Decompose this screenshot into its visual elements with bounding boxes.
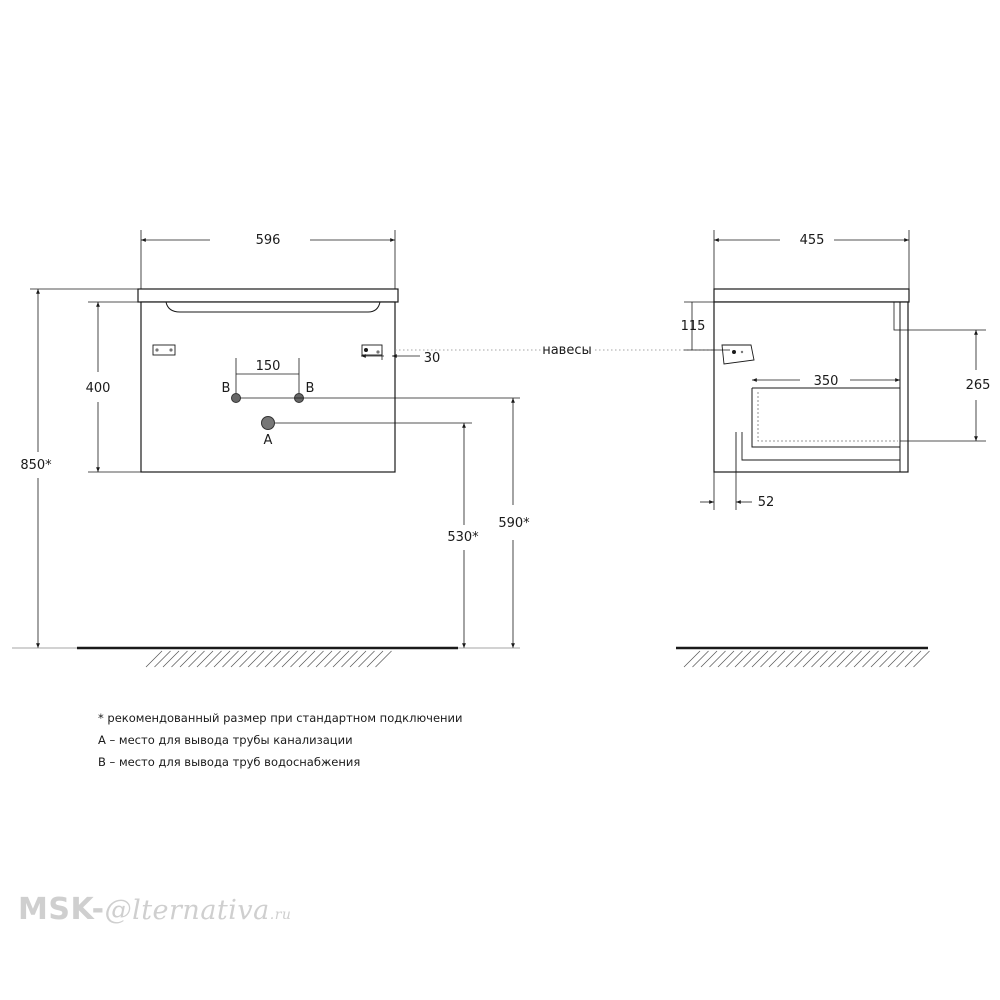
hanger-right (361, 344, 383, 356)
hatch-line (188, 650, 205, 668)
hatch-line (205, 650, 222, 668)
hatch-line (734, 650, 752, 668)
hatch-line (777, 650, 794, 668)
dim-label-115: 115 (681, 319, 706, 334)
hatch-line (853, 650, 871, 668)
side-drawer-box (751, 387, 900, 448)
front-floor-hatching (145, 650, 392, 668)
watermark-logo: MSK-@lternativa.ru (18, 892, 291, 927)
hatch-line (349, 650, 367, 668)
hatch-line (751, 650, 769, 668)
hatch-line (307, 650, 324, 668)
hatch-line (256, 650, 273, 668)
hatch-line (862, 650, 879, 668)
dim-label-400: 400 (86, 381, 111, 396)
hatch-line (794, 650, 811, 668)
dim-label-530: 530* (447, 530, 479, 545)
hatch-line (341, 650, 358, 668)
pipe-b-right-label: B (306, 381, 315, 396)
hatch-line (768, 650, 786, 668)
hatch-line (726, 650, 743, 668)
hatch-line (281, 650, 299, 668)
side-countertop (713, 288, 910, 303)
hatch-line (802, 650, 820, 668)
hatch-line (836, 650, 854, 668)
pipe-a-label: A (264, 433, 273, 448)
hatch-line (743, 650, 760, 668)
hatch-line (264, 650, 282, 668)
hatch-line (845, 650, 862, 668)
front-cabinet-body (140, 301, 396, 473)
pipe-b-left (231, 393, 241, 403)
dim-label-596: 596 (256, 233, 281, 248)
hatch-line (375, 650, 392, 668)
hatch-line (145, 650, 163, 668)
hatch-line (811, 650, 828, 668)
hatch-line (171, 650, 188, 668)
hatch-line (366, 650, 384, 668)
hatch-line (222, 650, 239, 668)
pipe-a (261, 416, 275, 430)
hatch-line (828, 650, 845, 668)
hangers-label: навесы (542, 343, 592, 358)
hatch-line (870, 650, 888, 668)
pipe-b-left-label: B (222, 381, 231, 396)
hatch-line (154, 650, 171, 668)
hatch-line (692, 650, 709, 668)
hanger-left (152, 344, 176, 356)
side-drawer-dashed (757, 392, 898, 442)
dim-label-150: 150 (256, 359, 281, 374)
hatch-line (709, 650, 726, 668)
hatch-line (819, 650, 837, 668)
side-floor-hatching (683, 650, 930, 668)
hatch-line (879, 650, 896, 668)
hatch-line (230, 650, 248, 668)
hatch-line (896, 650, 913, 668)
dim-label-850: 850* (20, 458, 52, 473)
dim-label-350: 350 (814, 374, 839, 389)
hatch-line (247, 650, 265, 668)
front-view (12, 230, 720, 650)
note-a: А – место для вывода трубы канализации (98, 733, 353, 747)
hatch-line (717, 650, 735, 668)
dim-label-30: 30 (424, 351, 441, 366)
dim-label-52: 52 (758, 495, 775, 510)
dim-label-265: 265 (966, 378, 991, 393)
hatch-line (315, 650, 333, 668)
watermark-tld: .ru (269, 907, 292, 923)
hatch-line (239, 650, 256, 668)
hatch-line (700, 650, 718, 668)
watermark-script: @lternativa (104, 895, 270, 926)
hatch-line (290, 650, 307, 668)
hatch-line (904, 650, 922, 668)
side-view (676, 230, 986, 650)
hatch-line (179, 650, 197, 668)
front-handle-recess (165, 301, 381, 313)
note-recommended: * рекомендованный размер при стандартном… (98, 711, 463, 725)
hatch-line (332, 650, 350, 668)
hatch-line (213, 650, 231, 668)
dim-label-455: 455 (800, 233, 825, 248)
front-countertop (137, 288, 399, 303)
hatch-line (324, 650, 341, 668)
hatch-line (785, 650, 803, 668)
hatch-line (196, 650, 214, 668)
hatch-line (358, 650, 375, 668)
side-cabinet-body (713, 301, 909, 473)
side-drawer-front (893, 301, 901, 331)
hatch-line (887, 650, 905, 668)
watermark-brand: MSK- (18, 892, 105, 927)
hatch-line (683, 650, 701, 668)
hatch-line (913, 650, 930, 668)
hatch-line (273, 650, 290, 668)
note-b: В – место для вывода труб водоснабжения (98, 755, 361, 769)
hatch-line (298, 650, 316, 668)
hatch-line (162, 650, 180, 668)
dim-label-590: 590* (498, 516, 530, 531)
hatch-line (760, 650, 777, 668)
